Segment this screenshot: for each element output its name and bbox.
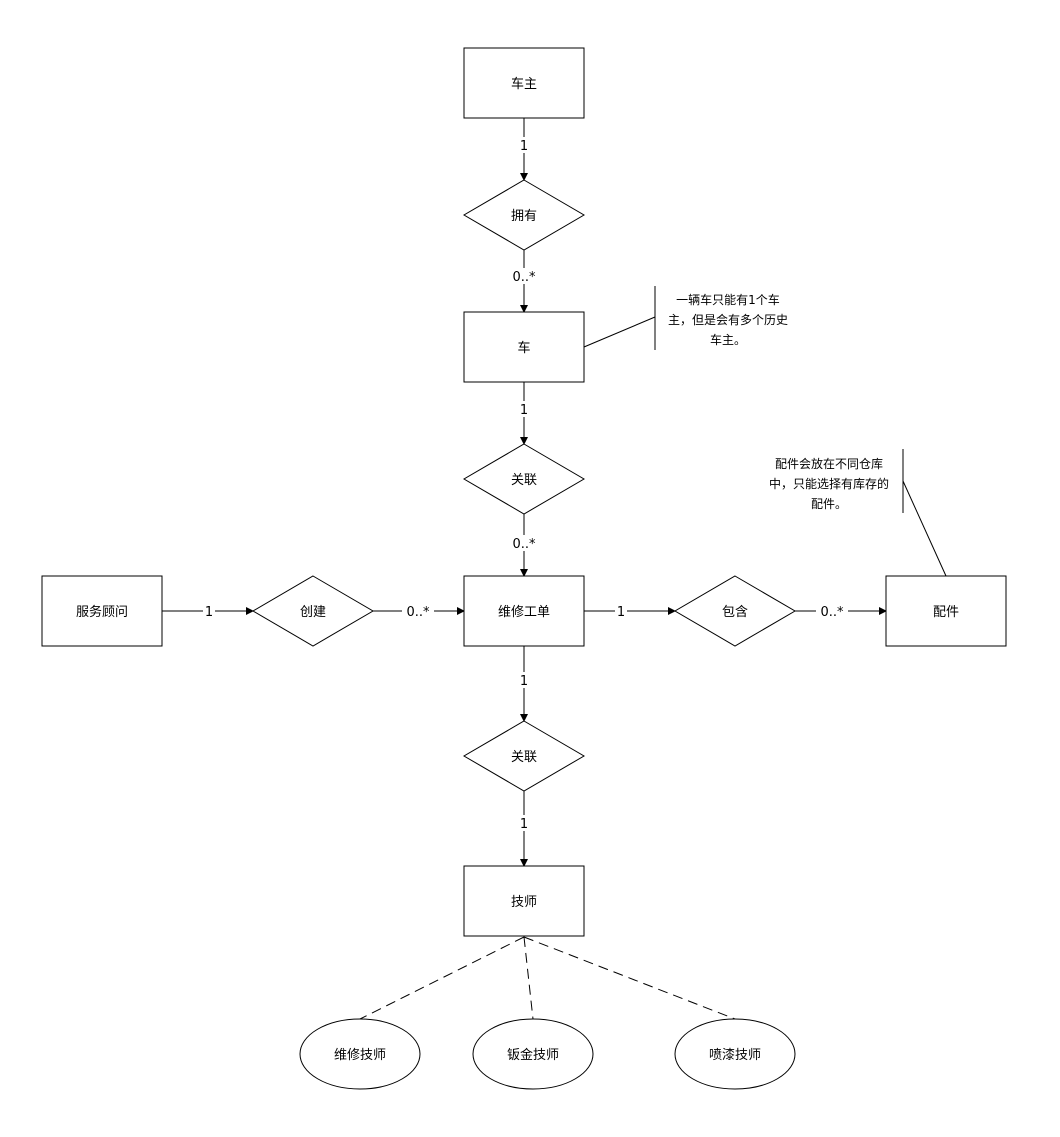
mult-link-order: 0..* xyxy=(512,537,536,552)
mult-link-tech: 1 xyxy=(520,817,528,832)
entity-owner-label: 车主 xyxy=(511,76,537,92)
relationship-link-order-tech-label: 关联 xyxy=(511,750,537,765)
mult-advisor-create: 1 xyxy=(205,605,213,620)
entity-owner[interactable]: 车主 xyxy=(463,47,585,119)
entity-car-label: 车 xyxy=(517,340,530,356)
subtype-sheet-label: 钣金技师 xyxy=(507,1047,559,1063)
relationship-own-label: 拥有 xyxy=(511,209,537,224)
subtype-paint-tech[interactable]: 喷漆技师 xyxy=(674,1018,796,1090)
inherit-paint xyxy=(523,936,736,1020)
relationship-link-car-order-label: 关联 xyxy=(511,473,537,488)
entity-order[interactable]: 维修工单 xyxy=(463,575,585,647)
relationship-link-order-tech[interactable]: 关联 xyxy=(463,720,585,792)
annotation-car-line-1: 一辆车只能有1个车 xyxy=(676,292,780,307)
annotation-parts[interactable]: 配件会放在不同仓库 中，只能选择有库存的 配件。 xyxy=(769,449,947,577)
relationship-create-label: 创建 xyxy=(300,605,326,620)
mult-order-contain: 1 xyxy=(617,605,625,620)
mult-own-car: 0..* xyxy=(512,270,536,285)
subtype-sheet-tech[interactable]: 钣金技师 xyxy=(472,1018,594,1090)
subtype-paint-label: 喷漆技师 xyxy=(709,1047,761,1063)
entity-parts[interactable]: 配件 xyxy=(885,575,1007,647)
entity-tech[interactable]: 技师 xyxy=(463,865,585,937)
annotation-parts-line-3: 配件。 xyxy=(811,497,847,511)
mult-create-order: 0..* xyxy=(406,605,430,620)
inherit-repair xyxy=(359,936,525,1020)
mult-order-link: 1 xyxy=(520,674,528,689)
entity-parts-label: 配件 xyxy=(933,605,959,620)
mult-owner-own: 1 xyxy=(520,139,528,154)
inherit-sheet xyxy=(523,936,534,1020)
annotation-car-line-3: 车主。 xyxy=(710,332,746,347)
entity-order-label: 维修工单 xyxy=(498,605,550,620)
mult-contain-parts: 0..* xyxy=(820,605,844,620)
mult-car-link: 1 xyxy=(520,403,528,418)
annotation-parts-line-2: 中，只能选择有库存的 xyxy=(769,476,889,491)
entity-tech-label: 技师 xyxy=(511,895,537,910)
relationship-own[interactable]: 拥有 xyxy=(463,179,585,251)
entity-car[interactable]: 车 xyxy=(463,311,585,383)
subtype-repair-tech[interactable]: 维修技师 xyxy=(299,1018,421,1090)
entity-advisor[interactable]: 服务顾问 xyxy=(41,575,163,647)
relationship-create[interactable]: 创建 xyxy=(252,575,374,647)
multiplicity-labels: 1 0..* 1 0..* 1 1 1 0..* 1 0..* xyxy=(203,137,848,832)
annotation-parts-line-1: 配件会放在不同仓库 xyxy=(775,456,883,471)
annotation-car[interactable]: 一辆车只能有1个车 主，但是会有多个历史 车主。 xyxy=(583,286,788,350)
relationship-contain-label: 包含 xyxy=(722,604,748,620)
annotation-car-line-2: 主，但是会有多个历史 xyxy=(668,313,788,327)
subtype-repair-label: 维修技师 xyxy=(334,1048,386,1063)
relationship-contain[interactable]: 包含 xyxy=(674,575,796,647)
relationship-link-car-order[interactable]: 关联 xyxy=(463,443,585,515)
entity-advisor-label: 服务顾问 xyxy=(76,604,128,620)
